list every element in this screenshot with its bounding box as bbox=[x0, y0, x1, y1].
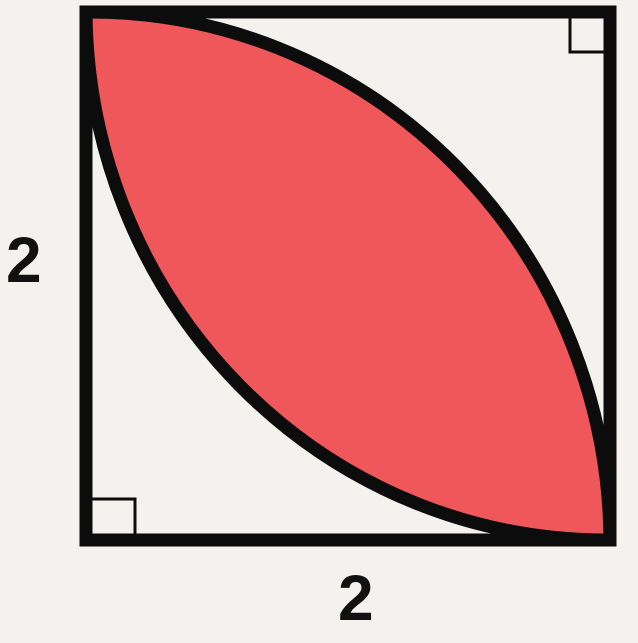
shaded-lens-region bbox=[86, 11, 610, 541]
left-side-length-label: 2 bbox=[6, 224, 42, 296]
square-outline bbox=[79, 5, 617, 547]
arc-lower-left bbox=[79, 5, 617, 547]
bottom-side-length-label: 2 bbox=[338, 562, 374, 634]
right-angle-marker-top-right bbox=[568, 14, 608, 54]
right-angle-marker-bottom-left bbox=[89, 497, 137, 539]
arc-upper-right bbox=[79, 5, 617, 547]
